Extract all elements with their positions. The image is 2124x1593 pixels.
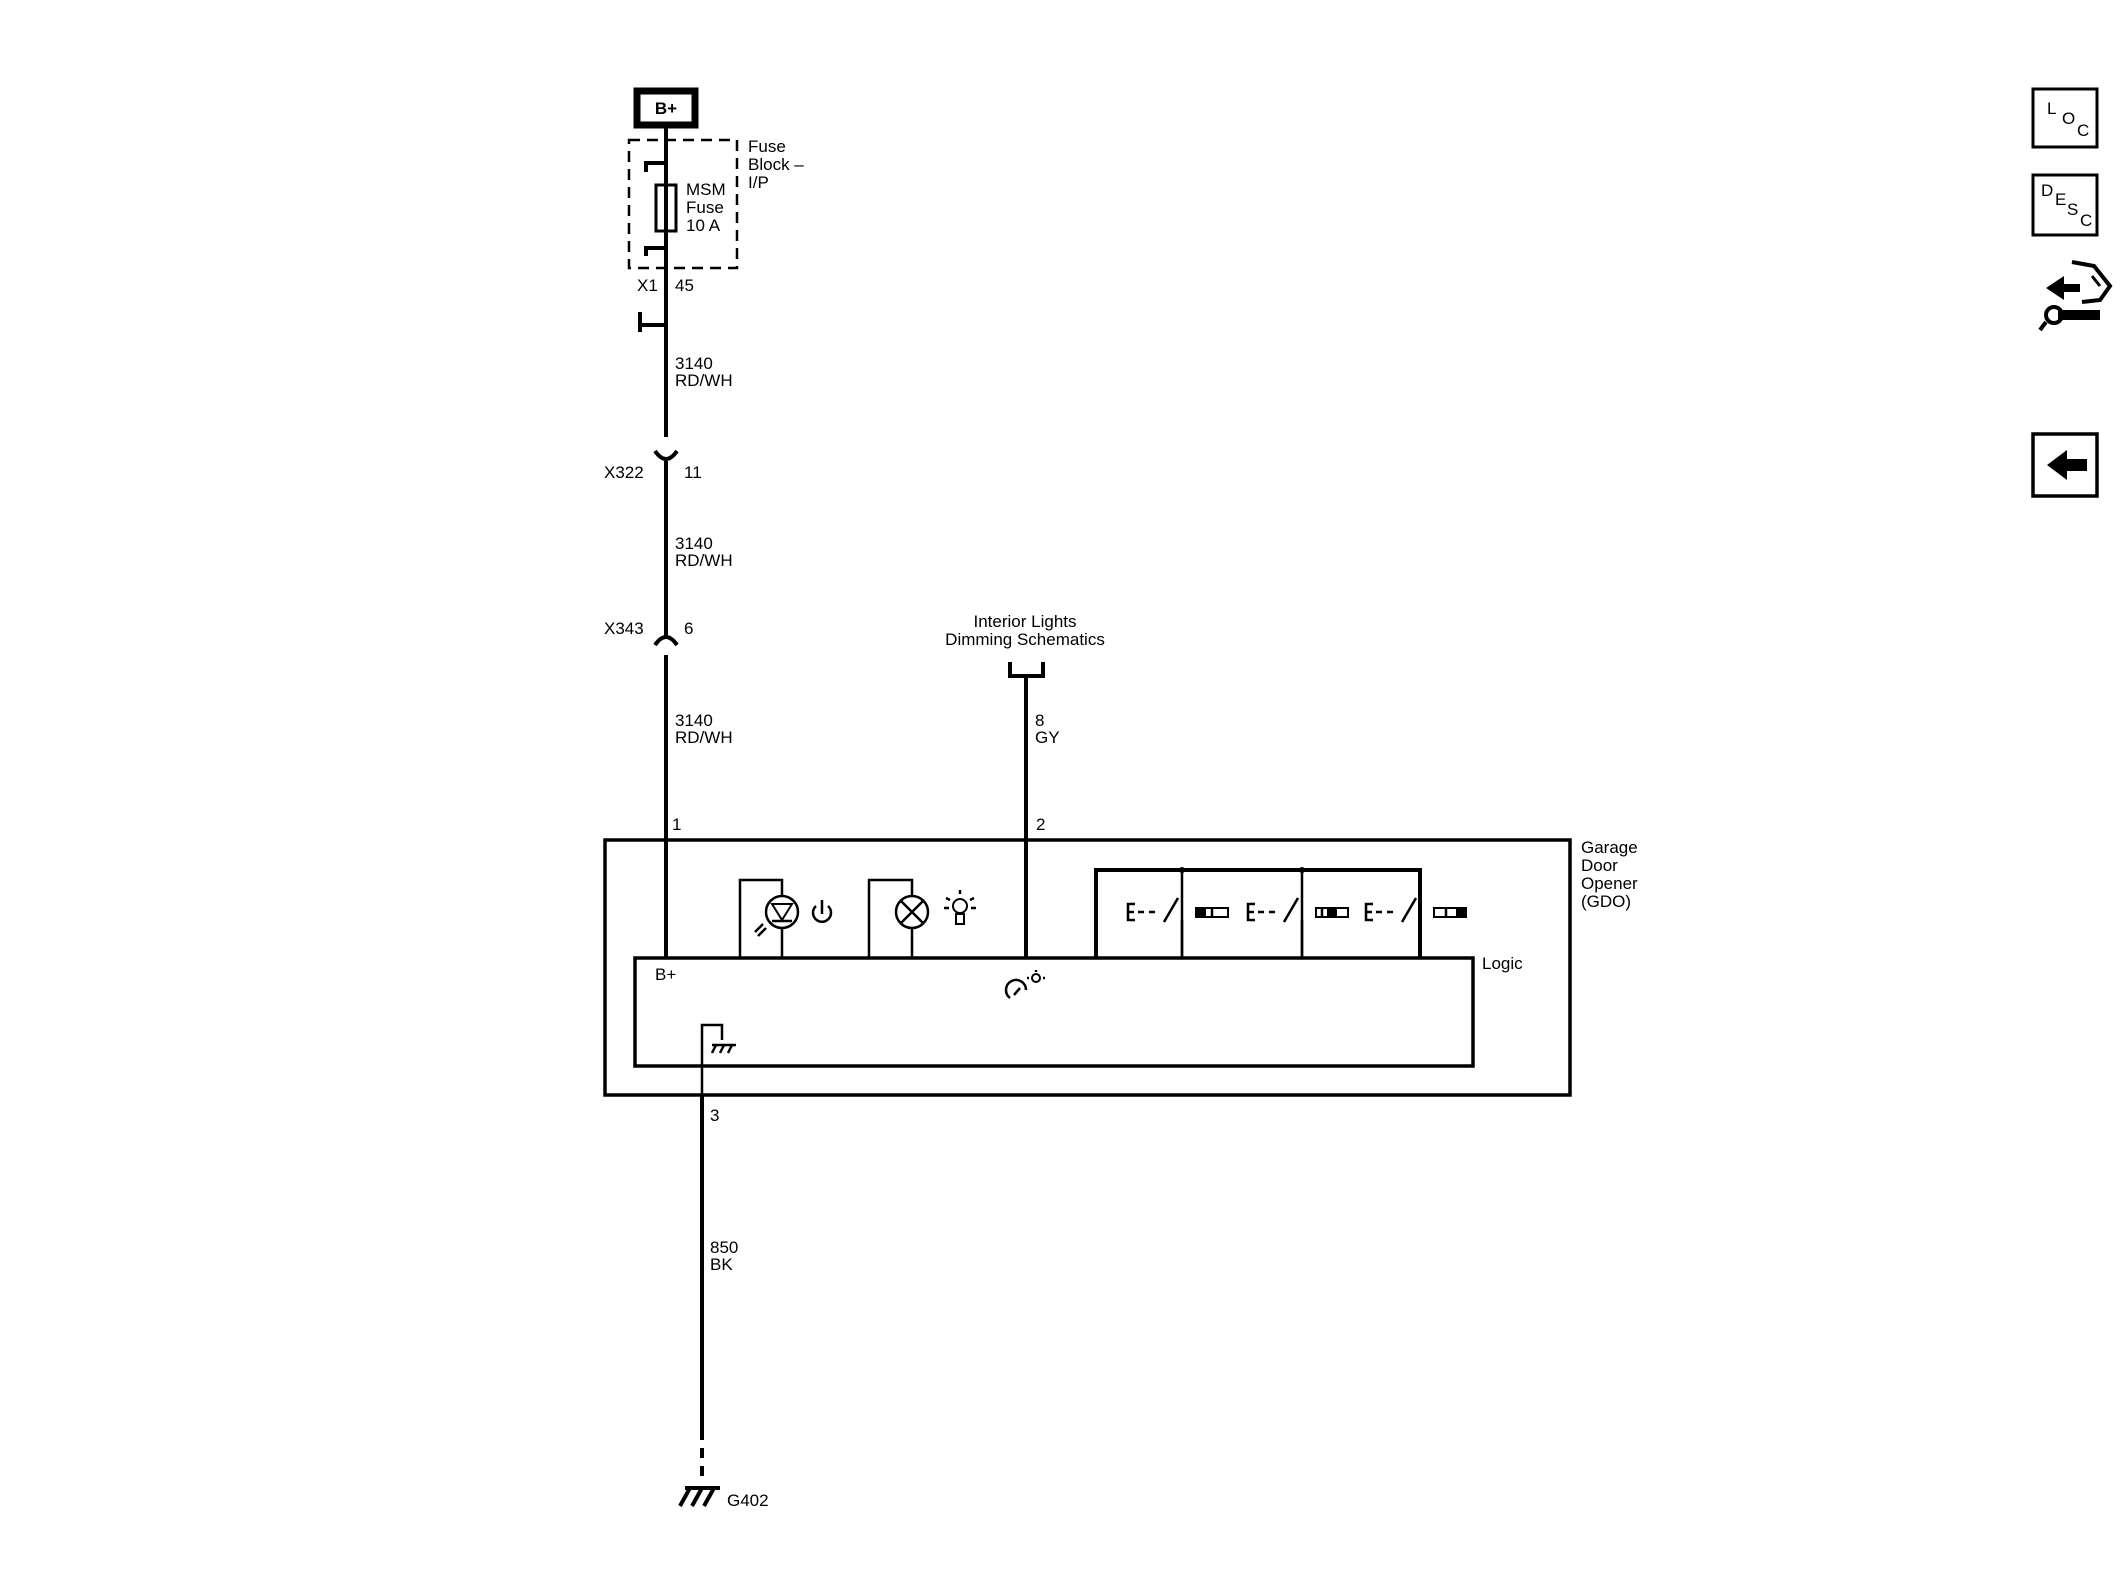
module-name-4: (GDO)	[1581, 892, 1631, 911]
desc-letter-c: C	[2080, 211, 2092, 230]
back-button[interactable]	[2031, 432, 2099, 498]
x1-pin-label: 45	[675, 276, 694, 295]
wire-3-color: RD/WH	[675, 728, 733, 747]
x343-connector	[653, 635, 679, 958]
reference-connector-icon	[1008, 662, 1045, 678]
module-name-2: Door	[1581, 856, 1618, 875]
logic-block: Logic B+	[633, 954, 1523, 1068]
loc-letter-c: C	[2077, 121, 2089, 140]
switch-2	[1246, 897, 1349, 923]
fuse-rating: 10 A	[686, 216, 721, 235]
fuse-block-label-2: Block –	[748, 155, 804, 174]
fuse-name-1: MSM	[686, 180, 726, 199]
pin-2-label: 2	[1036, 815, 1045, 834]
logic-bplus-label: B+	[655, 965, 676, 984]
switch-3	[1364, 897, 1467, 923]
loc-letter-o: O	[2062, 109, 2075, 128]
garage-door-opener-module: Garage Door Opener (GDO) 1 2	[603, 815, 1638, 1097]
reference-line-1: Interior Lights	[974, 612, 1077, 631]
dim-wire-color: GY	[1035, 728, 1060, 747]
fuse-block: Fuse Block – I/P MSM Fuse 10 A	[627, 137, 804, 270]
connector-view-button[interactable]	[2038, 260, 2113, 332]
fuse-name-2: Fuse	[686, 198, 724, 217]
led-icon	[738, 878, 800, 958]
x322-connector	[653, 449, 679, 637]
back-arrow-icon	[2047, 450, 2087, 480]
loc-letter-l: L	[2047, 99, 2056, 118]
fuse-block-label-1: Fuse	[748, 137, 786, 156]
ground-wire-circuit: 850	[710, 1238, 738, 1257]
wire-1-circuit: 3140	[675, 354, 713, 373]
battery-label: B+	[655, 99, 677, 118]
x343-label: X343	[604, 619, 644, 638]
reference-line-2: Dimming Schematics	[945, 630, 1105, 649]
power-icon	[811, 900, 833, 923]
battery-source: B+	[633, 87, 699, 129]
switch-bank	[1094, 867, 1467, 958]
ground-wire-color: BK	[710, 1255, 733, 1274]
dim-wire-circuit: 8	[1035, 711, 1044, 730]
connector-view-icon	[2038, 260, 2113, 332]
logic-label: Logic	[1482, 954, 1523, 973]
fuse-block-label-3: I/P	[748, 173, 769, 192]
desc-letter-s: S	[2067, 200, 2078, 219]
x343-pin: 6	[684, 619, 693, 638]
x322-pin: 11	[684, 463, 702, 482]
switch-1	[1126, 897, 1229, 923]
module-name-3: Opener	[1581, 874, 1638, 893]
internal-ground-icon	[700, 1023, 736, 1095]
pin-1-label: 1	[672, 815, 681, 834]
light-bulb-icon	[944, 890, 976, 925]
wire-1-color: RD/WH	[675, 371, 733, 390]
lamp-icon	[867, 878, 930, 958]
ground-label: G402	[727, 1491, 769, 1510]
pin-3-label: 3	[710, 1106, 719, 1125]
module-name-1: Garage	[1581, 838, 1638, 857]
wire-2-color: RD/WH	[675, 551, 733, 570]
x1-connector-label: X1	[637, 276, 658, 295]
desc-letter-e: E	[2055, 190, 2066, 209]
x322-label: X322	[604, 463, 644, 482]
wire-3-circuit: 3140	[675, 711, 713, 730]
desc-letter-d: D	[2041, 181, 2053, 200]
location-button[interactable]: L O C	[2031, 87, 2099, 149]
ground-icon	[678, 1486, 720, 1507]
description-button[interactable]: D E S C	[2031, 173, 2099, 237]
wire-2-circuit: 3140	[675, 534, 713, 553]
dimmer-icon	[1004, 970, 1045, 999]
